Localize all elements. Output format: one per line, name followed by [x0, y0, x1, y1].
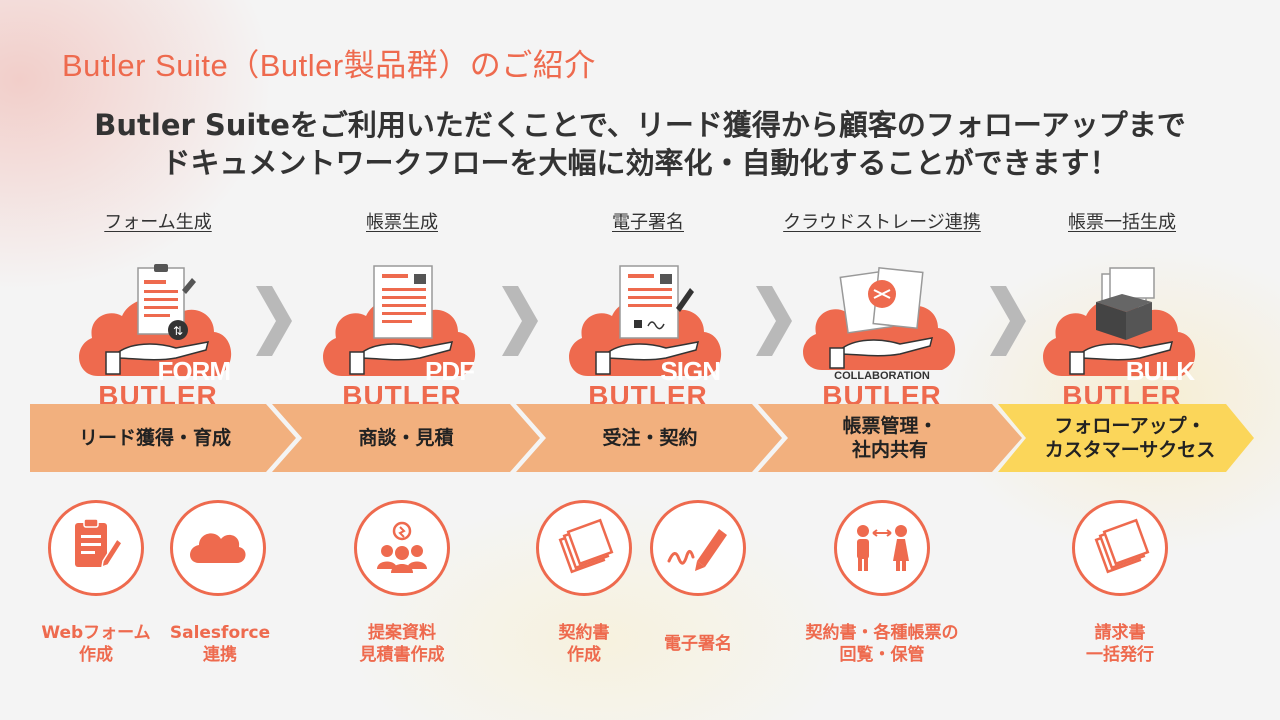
sign-butler-illustration-icon: [569, 265, 722, 376]
proposal-team-icon: [354, 500, 450, 596]
chevron-right-icon: [502, 286, 538, 356]
product-form-butler: フォーム生成 ⇅ FORM BUTLER: [58, 208, 258, 411]
signature-pen-icon: [650, 500, 746, 596]
stage-arrow-3: [516, 404, 782, 472]
headline-line-1: Butler Suiteをご利用いただくことで、リード獲得から顧客のフォローアッ…: [94, 108, 1186, 142]
product-name: COLLABORATION: [834, 370, 930, 382]
stage-negotiation: 商談・見積: [358, 427, 454, 449]
product-sign-butler: 電子署名 SIGN BUTLER: [548, 208, 748, 411]
collaboration-butler-logo: COLLABORATION BUTLER: [782, 238, 982, 411]
stage-arrow-4: [758, 404, 1022, 472]
pdf-butler-logo: PDF BUTLER: [302, 238, 502, 411]
headline-line-2: ドキュメントワークフローを大幅に効率化・自動化することができます！: [161, 146, 1119, 180]
cloud-icon: [170, 500, 266, 596]
svg-text:⇅: ⇅: [173, 324, 183, 338]
product-label: 帳票一括生成: [1068, 212, 1176, 233]
product-label: クラウドストレージ連携: [783, 212, 981, 233]
feature-icons: [0, 500, 1280, 600]
form-butler-illustration-icon: ⇅: [79, 264, 232, 376]
bulk-butler-logo: BULK BUTLER: [1022, 238, 1222, 411]
product-bulk-butler: 帳票一括生成 BULK BUTLER: [1022, 208, 1222, 411]
product-name: SIGN: [660, 356, 721, 386]
collaboration-butler-illustration-icon: [803, 267, 956, 370]
product-pdf-butler: 帳票生成 PDF BUTLER: [302, 208, 502, 411]
feature-label-circulation: 契約書・各種帳票の回覧・保管: [805, 623, 959, 665]
feature-label-invoice: 請求書一括発行: [1086, 623, 1154, 665]
pdf-butler-illustration-icon: [323, 265, 476, 376]
product-row: フォーム生成 ⇅ FORM BUTLER 帳票生成: [0, 208, 1280, 411]
chevron-right-icon: [256, 286, 292, 356]
stage-arrows: [30, 404, 1254, 472]
product-name: BULK: [1125, 356, 1195, 386]
stage-document-management: 帳票管理・社内共有: [842, 415, 938, 461]
chevron-right-icon: [756, 286, 792, 356]
web-form-icon: [48, 500, 144, 596]
feature-label-contract: 契約書作成: [558, 623, 610, 665]
stage-arrow-5: [998, 404, 1254, 472]
people-share-icon: [834, 500, 930, 596]
feature-label-e-signature: 電子署名: [664, 634, 732, 654]
form-butler-logo: ⇅ FORM BUTLER: [58, 238, 258, 411]
sign-butler-logo: SIGN BUTLER: [548, 238, 748, 411]
chevron-right-icon: [990, 286, 1026, 356]
workflow-stages: リード獲得・育成 商談・見積 受注・契約 帳票管理・社内共有 フォローアップ・カ…: [0, 404, 1280, 472]
product-label: 電子署名: [612, 212, 684, 233]
product-label: フォーム生成: [104, 212, 212, 233]
stage-lead: リード獲得・育成: [78, 427, 231, 449]
product-label: 帳票生成: [366, 212, 438, 233]
stage-follow-up: フォローアップ・カスタマーサクセス: [1044, 415, 1216, 461]
bulk-butler-illustration-icon: [1043, 267, 1196, 376]
stage-arrow-2: [272, 404, 540, 472]
feature-label-web-form: Webフォーム作成: [41, 623, 151, 665]
product-collaboration-butler: クラウドストレージ連携 COLLABORATION BUTLER: [782, 208, 982, 411]
invoice-papers-icon: [1072, 500, 1168, 596]
product-name: FORM: [157, 356, 231, 386]
page-title: Butler Suite（Butler製品群）のご紹介: [62, 48, 596, 83]
stage-contract: 受注・契約: [602, 427, 698, 449]
feature-label-proposal: 提案資料見積書作成: [359, 623, 445, 665]
stage-arrow-1: [30, 404, 296, 472]
headline: Butler Suiteをご利用いただくことで、リード獲得から顧客のフォローアッ…: [0, 106, 1280, 182]
contract-papers-icon: [536, 500, 632, 596]
product-name: PDF: [425, 356, 475, 386]
